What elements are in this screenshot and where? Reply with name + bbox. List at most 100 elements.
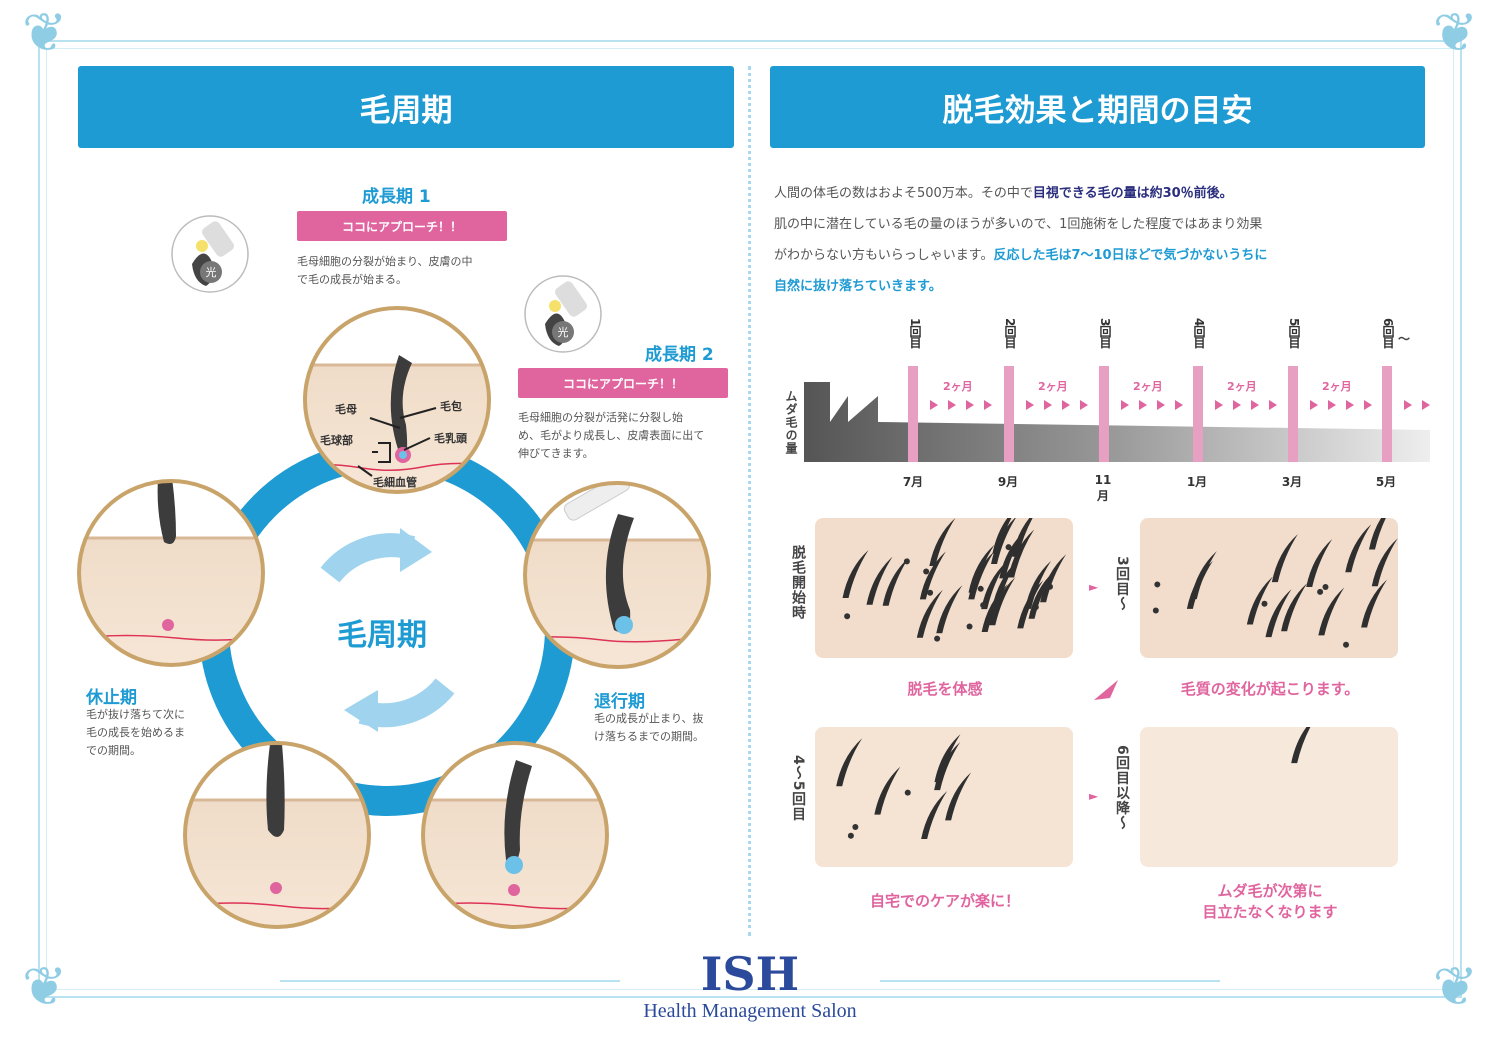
regression-circle	[421, 741, 609, 929]
brand-line-left	[280, 980, 620, 982]
hair-dot	[847, 832, 854, 839]
interval-label: 2ヶ月	[943, 380, 973, 393]
stage-panel-3rd	[1140, 518, 1398, 658]
month-label: 3月	[1281, 475, 1303, 489]
label-follicle: 毛包	[440, 400, 462, 413]
label-hair-matrix: 毛母	[335, 403, 357, 416]
rest-circle	[77, 479, 265, 667]
hair-strand	[882, 557, 909, 606]
interval-label: 2ヶ月	[1133, 380, 1163, 393]
regression-title: 退行期	[594, 692, 645, 712]
arrow-right-icon: ►	[1089, 789, 1099, 803]
growth2-desc: 毛母細胞の分裂が活発に分裂し始め、毛がより成長し、皮膚表面に出て伸びてきます。	[518, 411, 705, 460]
caption-4-5th: 自宅でのケアが楽に！	[869, 892, 1020, 910]
stage-panel-4-5th	[815, 727, 1073, 867]
hair-strand	[945, 772, 972, 821]
session-label: 6回目	[1381, 318, 1395, 348]
hair-dot	[844, 613, 851, 620]
corner-ornament-icon: ❦	[22, 955, 68, 1018]
stage-label-6th: 6回目以降～	[1114, 745, 1130, 831]
timeline-arrow-icon	[966, 400, 974, 410]
month-label: 1月	[1186, 475, 1208, 489]
interval-label: 2ヶ月	[1322, 380, 1352, 393]
timeline-arrow-icon	[930, 400, 938, 410]
cycle-center-label: 毛周期	[337, 618, 427, 653]
hair-dot	[1343, 641, 1350, 648]
growth1-title: 成長期 1	[362, 187, 431, 207]
hair-strand	[1265, 589, 1292, 638]
hair-strand	[1291, 727, 1311, 764]
growth2-pill: ココにアプローチ！！	[518, 368, 728, 398]
hair-dot	[1322, 584, 1329, 591]
hair-strand	[1281, 583, 1308, 632]
hair-strand	[866, 556, 893, 605]
hair-dot	[923, 568, 930, 575]
hair-dot	[977, 585, 984, 592]
timeline-ylabel: ムダ毛の量	[784, 390, 798, 455]
diagonal-arrow-icon	[1094, 680, 1118, 700]
session-label: 2回目	[1003, 318, 1017, 348]
timeline-arrow-icon	[1364, 400, 1372, 410]
timeline-arrow-icon	[1251, 400, 1259, 410]
corner-ornament-icon: ❦	[22, 1, 68, 64]
timeline-arrow-icon	[948, 400, 956, 410]
timeline-arrow-icon	[984, 400, 992, 410]
timeline-arrow-icon	[1346, 400, 1354, 410]
column-divider	[748, 66, 751, 936]
label-papilla: 毛乳頭	[434, 432, 467, 445]
timeline-arrow-icon	[1310, 400, 1318, 410]
intro-text: 人間の体毛の数はおよそ500万本。その中で目視できる毛の量は約30％前後。 肌の…	[774, 186, 1268, 294]
hair-strand	[916, 589, 943, 638]
resting-circle-2	[183, 741, 371, 929]
caption-start: 脱毛を体感	[907, 680, 983, 698]
timeline-arrow-icon	[1404, 400, 1412, 410]
timeline-arrow-icon	[1044, 400, 1052, 410]
timeline-chart	[804, 366, 1430, 462]
hair-strand	[1246, 576, 1273, 625]
outer-frame	[38, 40, 1462, 998]
timeline-arrow-icon	[1157, 400, 1165, 410]
hair-strand	[1345, 524, 1372, 573]
hair-strand	[981, 561, 1008, 610]
hair-strand	[919, 551, 946, 600]
timeline-arrow-icon	[1062, 400, 1070, 410]
hair-cycle-header: 毛周期	[78, 66, 734, 148]
timeline-arrow-icon	[1026, 400, 1034, 410]
growth1-desc: 毛母細胞の分裂が始まり、皮膚の中で毛の成長が始まる。	[297, 255, 473, 286]
hair-strand	[1028, 570, 1055, 619]
interval-label: 2ヶ月	[1227, 380, 1257, 393]
month-label: 11月	[1094, 473, 1112, 503]
label-bulb: 毛球部	[320, 434, 353, 447]
hair-strand	[842, 549, 869, 598]
inner-frame	[46, 48, 1454, 990]
hair-strand	[999, 530, 1026, 579]
session-label: 3回目	[1098, 318, 1112, 348]
hair-dot	[927, 589, 934, 596]
hair-strand	[1008, 529, 1035, 578]
brand-block: ISH Health Management Salon	[0, 948, 1500, 1023]
hair-strand	[874, 766, 901, 815]
rest-desc: 毛が抜け落ちて次に毛の成長を始めるまでの期間。	[86, 708, 185, 757]
stage-label-4-5th: 4～5回目	[790, 755, 806, 822]
brand-line-right	[880, 980, 1220, 982]
hair-strand	[968, 544, 995, 593]
timeline-arrow-icon	[1121, 400, 1129, 410]
hair-strand	[1040, 554, 1067, 603]
hair-strand	[992, 518, 1012, 554]
hair-dot	[1317, 588, 1324, 595]
hair-strand	[1186, 560, 1213, 609]
growth2-title: 成長期 2	[645, 345, 714, 365]
hair-dot	[1154, 581, 1161, 588]
arrow-right-icon: ►	[1089, 580, 1099, 594]
caption-6th: ムダ毛が次第に目立たなくなります	[1202, 882, 1338, 921]
hair-strand	[1318, 587, 1345, 636]
hair-strand	[1012, 518, 1033, 557]
month-label: 7月	[902, 475, 924, 489]
rest-title: 休止期	[86, 688, 137, 708]
timeline-arrow-icon	[1233, 400, 1241, 410]
arrow-head-icon	[344, 690, 378, 732]
badge-icon: 光	[552, 321, 574, 343]
hair-strand	[921, 790, 948, 839]
hair-dot	[852, 823, 859, 830]
growth1-pill: ココにアプローチ！！	[297, 211, 507, 241]
